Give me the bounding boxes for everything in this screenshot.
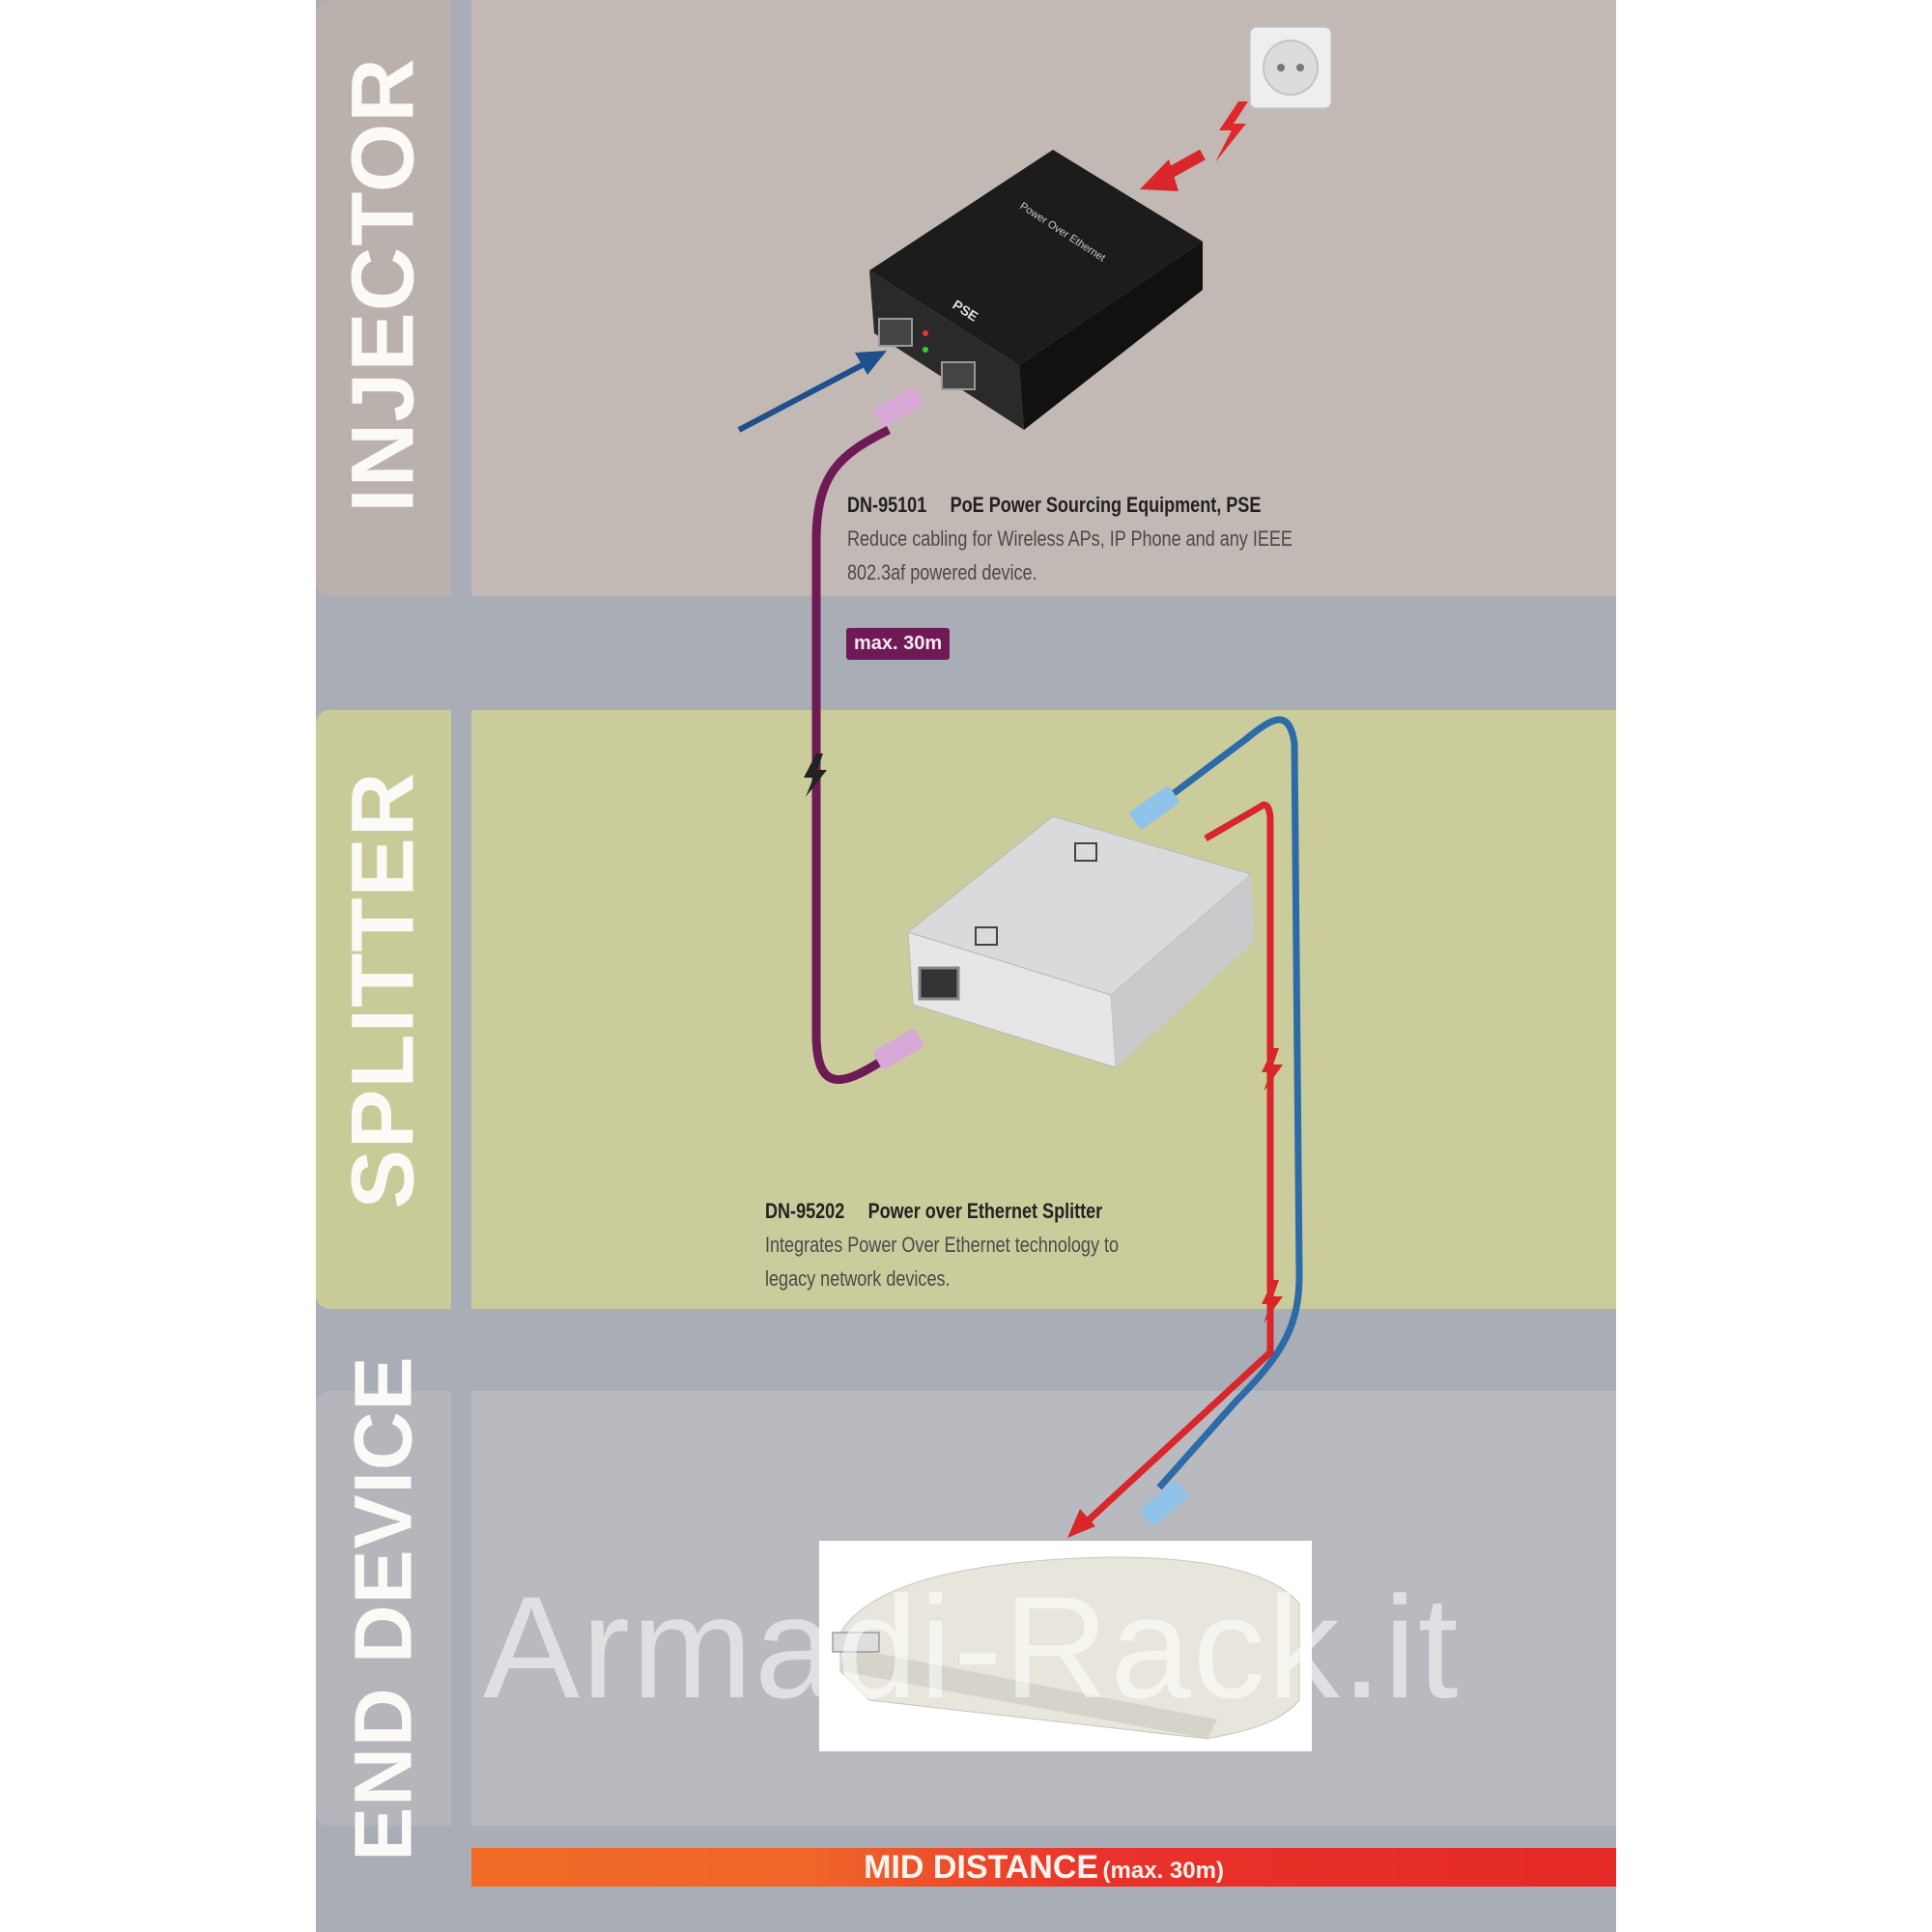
power-lightning-icon: [1215, 101, 1248, 162]
injector-description: DN-95101 PoE Power Sourcing Equipment, PS…: [847, 488, 1293, 589]
power-cable: [1079, 801, 1274, 1529]
network-arrow-icon: [737, 351, 887, 433]
wall-socket-icon: [1247, 24, 1334, 111]
power-lightning-icon: [1262, 1280, 1283, 1323]
distance-bar-main: MID DISTANCE: [864, 1849, 1099, 1886]
power-lightning-icon: [1262, 1048, 1283, 1092]
poe-cable-connector-bottom: [873, 1029, 923, 1069]
power-arrow-icon: [1140, 149, 1206, 191]
distance-bar: MID DISTANCE (max. 30m): [471, 1848, 1616, 1887]
splitter-description: DN-95202 Power over Ethernet Splitter Int…: [765, 1194, 1119, 1295]
data-cable-connector-top: [1129, 786, 1179, 829]
splitter-desc-line1: Integrates Power Over Ethernet technolog…: [765, 1233, 1120, 1257]
splitter-device: [906, 815, 1254, 1068]
splitter-product-code: DN-95202: [765, 1199, 845, 1223]
splitter-desc-line2: legacy network devices.: [765, 1266, 951, 1291]
poe-cable: [811, 425, 892, 1085]
injector-desc-line1: Reduce cabling for Wireless APs, IP Phon…: [847, 526, 1293, 551]
injector-label-panel: [316, 0, 451, 596]
injector-device: PSE Power Over Ethernet: [869, 150, 1203, 430]
watermark: Armadi-Rack.it: [483, 1566, 1461, 1728]
data-cable-connector-bottom: [1140, 1481, 1188, 1525]
poe-cable-connector-top: [873, 386, 923, 427]
injector-product-title: PoE Power Sourcing Equipment, PSE: [950, 493, 1262, 517]
cable-length-badge: max. 30m: [846, 628, 951, 660]
end-device-label-panel: [316, 1391, 451, 1826]
power-arrow-icon: [1067, 1509, 1095, 1538]
end-device-router: [819, 1541, 1312, 1751]
distance-bar-sub: (max. 30m): [1102, 1858, 1224, 1884]
poe-lightning-icon: [804, 753, 827, 797]
injector-desc-line2: 802.3af powered device.: [847, 560, 1037, 584]
splitter-label-panel: [316, 710, 451, 1309]
splitter-product-title: Power over Ethernet Splitter: [867, 1199, 1103, 1223]
data-cable: [1147, 716, 1303, 1491]
injector-product-code: DN-95101: [847, 493, 927, 517]
